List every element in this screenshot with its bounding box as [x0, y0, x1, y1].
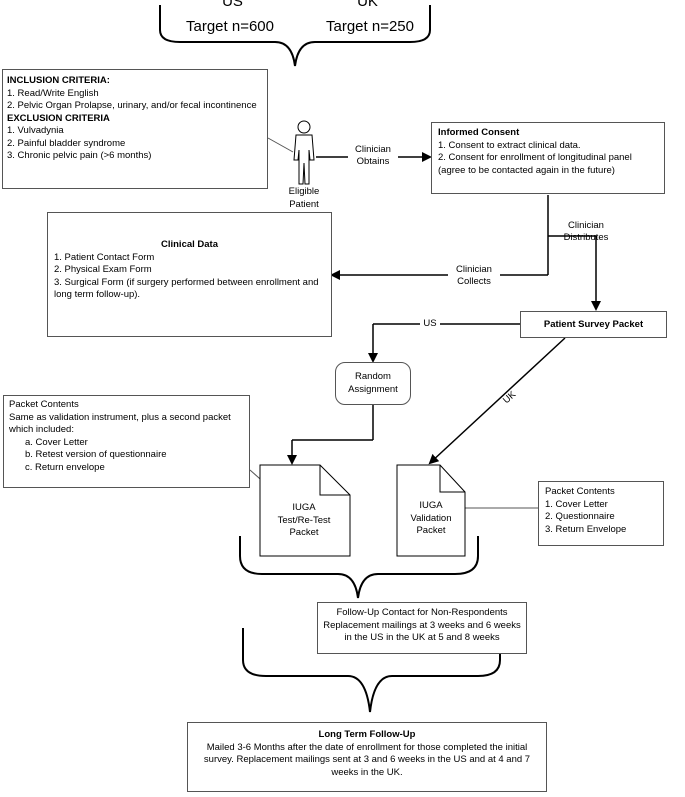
mid-brace [239, 536, 479, 599]
uk-title: UK [357, 0, 378, 10]
packet-right-title: Packet Contents [545, 486, 615, 497]
doc-validation-line2: Validation [410, 512, 452, 524]
exclusion-item: 3. Chronic pelvic pain (>6 months) [7, 150, 152, 161]
edge-label-us: US [420, 318, 440, 330]
us-target: Target n=600 [186, 18, 274, 35]
consent-item: 1. Consent to extract clinical data. [438, 139, 581, 151]
exclusion-item: 2. Painful bladder syndrome [7, 137, 126, 149]
inclusion-item: 2. Pelvic Organ Prolapse, urinary, and/o… [7, 100, 257, 111]
packet-left-item: b. Retest version of questionnaire [25, 449, 167, 460]
longterm-title: Long Term Follow-Up [318, 729, 416, 740]
survey-packet-title: Patient Survey Packet [543, 319, 644, 330]
packet-right-item: 1. Cover Letter [545, 498, 608, 510]
consent-item: 2. Consent for enrollment of longitudina… [438, 152, 632, 176]
criteria-connector [267, 137, 294, 153]
consent-title: Informed Consent [438, 127, 520, 138]
edge-label-distributes: Clinician Distributes [555, 220, 617, 244]
doc-validation-shape [396, 464, 466, 557]
clinical-title: Clinical Data [160, 239, 219, 250]
packet-left-title: Packet Contents [9, 399, 79, 410]
edge-label-obtains-line1: Clinician [355, 144, 391, 155]
exclusion-item: 1. Vulvadynia [7, 125, 64, 136]
bottom-brace [242, 628, 501, 713]
edge-label-collects-line2: Collects [457, 276, 491, 287]
doc-retest-shape [259, 464, 351, 557]
packet-left-item: c. Return envelope [25, 461, 105, 473]
exclusion-title: EXCLUSION CRITERIA [7, 112, 110, 124]
doc-validation-line1: IUGA [419, 500, 443, 511]
followup-line1: Follow-Up Contact for Non-Respondents [336, 607, 508, 618]
edge-label-distributes-line2: Distributes [563, 232, 609, 243]
doc-retest-line3: Packet [289, 527, 319, 538]
longterm-text: Mailed 3-6 Months after the date of enro… [203, 741, 531, 778]
inclusion-title: INCLUSION CRITERIA: [7, 75, 110, 86]
uk-target: Target n=250 [326, 18, 414, 35]
edge-label-collects: Clinician Collects [448, 264, 500, 288]
packet-contents-right-box: Packet Contents 1. Cover Letter 2. Quest… [538, 481, 664, 546]
clinical-item: 1. Patient Contact Form [54, 251, 155, 263]
packet-left-item: a. Cover Letter [25, 436, 88, 448]
edge-label-obtains: Clinician Obtains [348, 144, 398, 168]
us-title: US [222, 0, 243, 10]
top-brace [159, 5, 431, 67]
longterm-followup-box: Long Term Follow-Up Mailed 3-6 Months af… [187, 722, 547, 792]
doc-validation-line3: Packet [416, 525, 446, 536]
packet-right-item: 3. Return Envelope [545, 523, 627, 535]
clinical-item: 3. Surgical Form (if surgery performed b… [54, 276, 319, 301]
clinical-item: 2. Physical Exam Form [54, 264, 152, 275]
followup-box: Follow-Up Contact for Non-Respondents Re… [317, 602, 527, 654]
packet-contents-left-box: Packet Contents Same as validation instr… [3, 395, 250, 488]
uk-arrow [428, 337, 566, 465]
edge-label-obtains-line2: Obtains [356, 156, 390, 167]
followup-line2: Replacement mailings at 3 weeks and 6 we… [323, 619, 521, 644]
edge-label-distributes-line1: Clinician [568, 220, 604, 231]
patient-survey-packet-box: Patient Survey Packet [520, 311, 667, 338]
random-line1: Random [355, 371, 391, 382]
doc-retest-label: IUGA Test/Re-Test Packet [262, 502, 346, 540]
doc-validation-label: IUGA Validation Packet [398, 500, 464, 538]
packet-left-intro: Same as validation instrument, plus a se… [9, 411, 231, 436]
packet-right-item: 2. Questionnaire [545, 511, 615, 522]
patient-label: Eligible Patient [278, 186, 330, 211]
doc-retest-line1: IUGA [292, 502, 316, 513]
inclusion-item: 1. Read/Write English [7, 87, 99, 99]
patient-figure [293, 120, 315, 185]
patient-label-line1: Eligible [288, 186, 320, 197]
patient-label-line2: Patient [289, 198, 319, 210]
edge-label-collects-line1: Clinician [456, 264, 492, 275]
doc-retest-line2: Test/Re-Test [277, 514, 331, 526]
random-assignment-box: Random Assignment [335, 362, 411, 405]
informed-consent-box: Informed Consent 1. Consent to extract c… [431, 122, 665, 194]
clinical-data-box: Clinical Data 1. Patient Contact Form 2.… [47, 212, 332, 337]
random-line2: Assignment [348, 383, 398, 395]
criteria-box: INCLUSION CRITERIA: 1. Read/Write Englis… [2, 69, 268, 189]
